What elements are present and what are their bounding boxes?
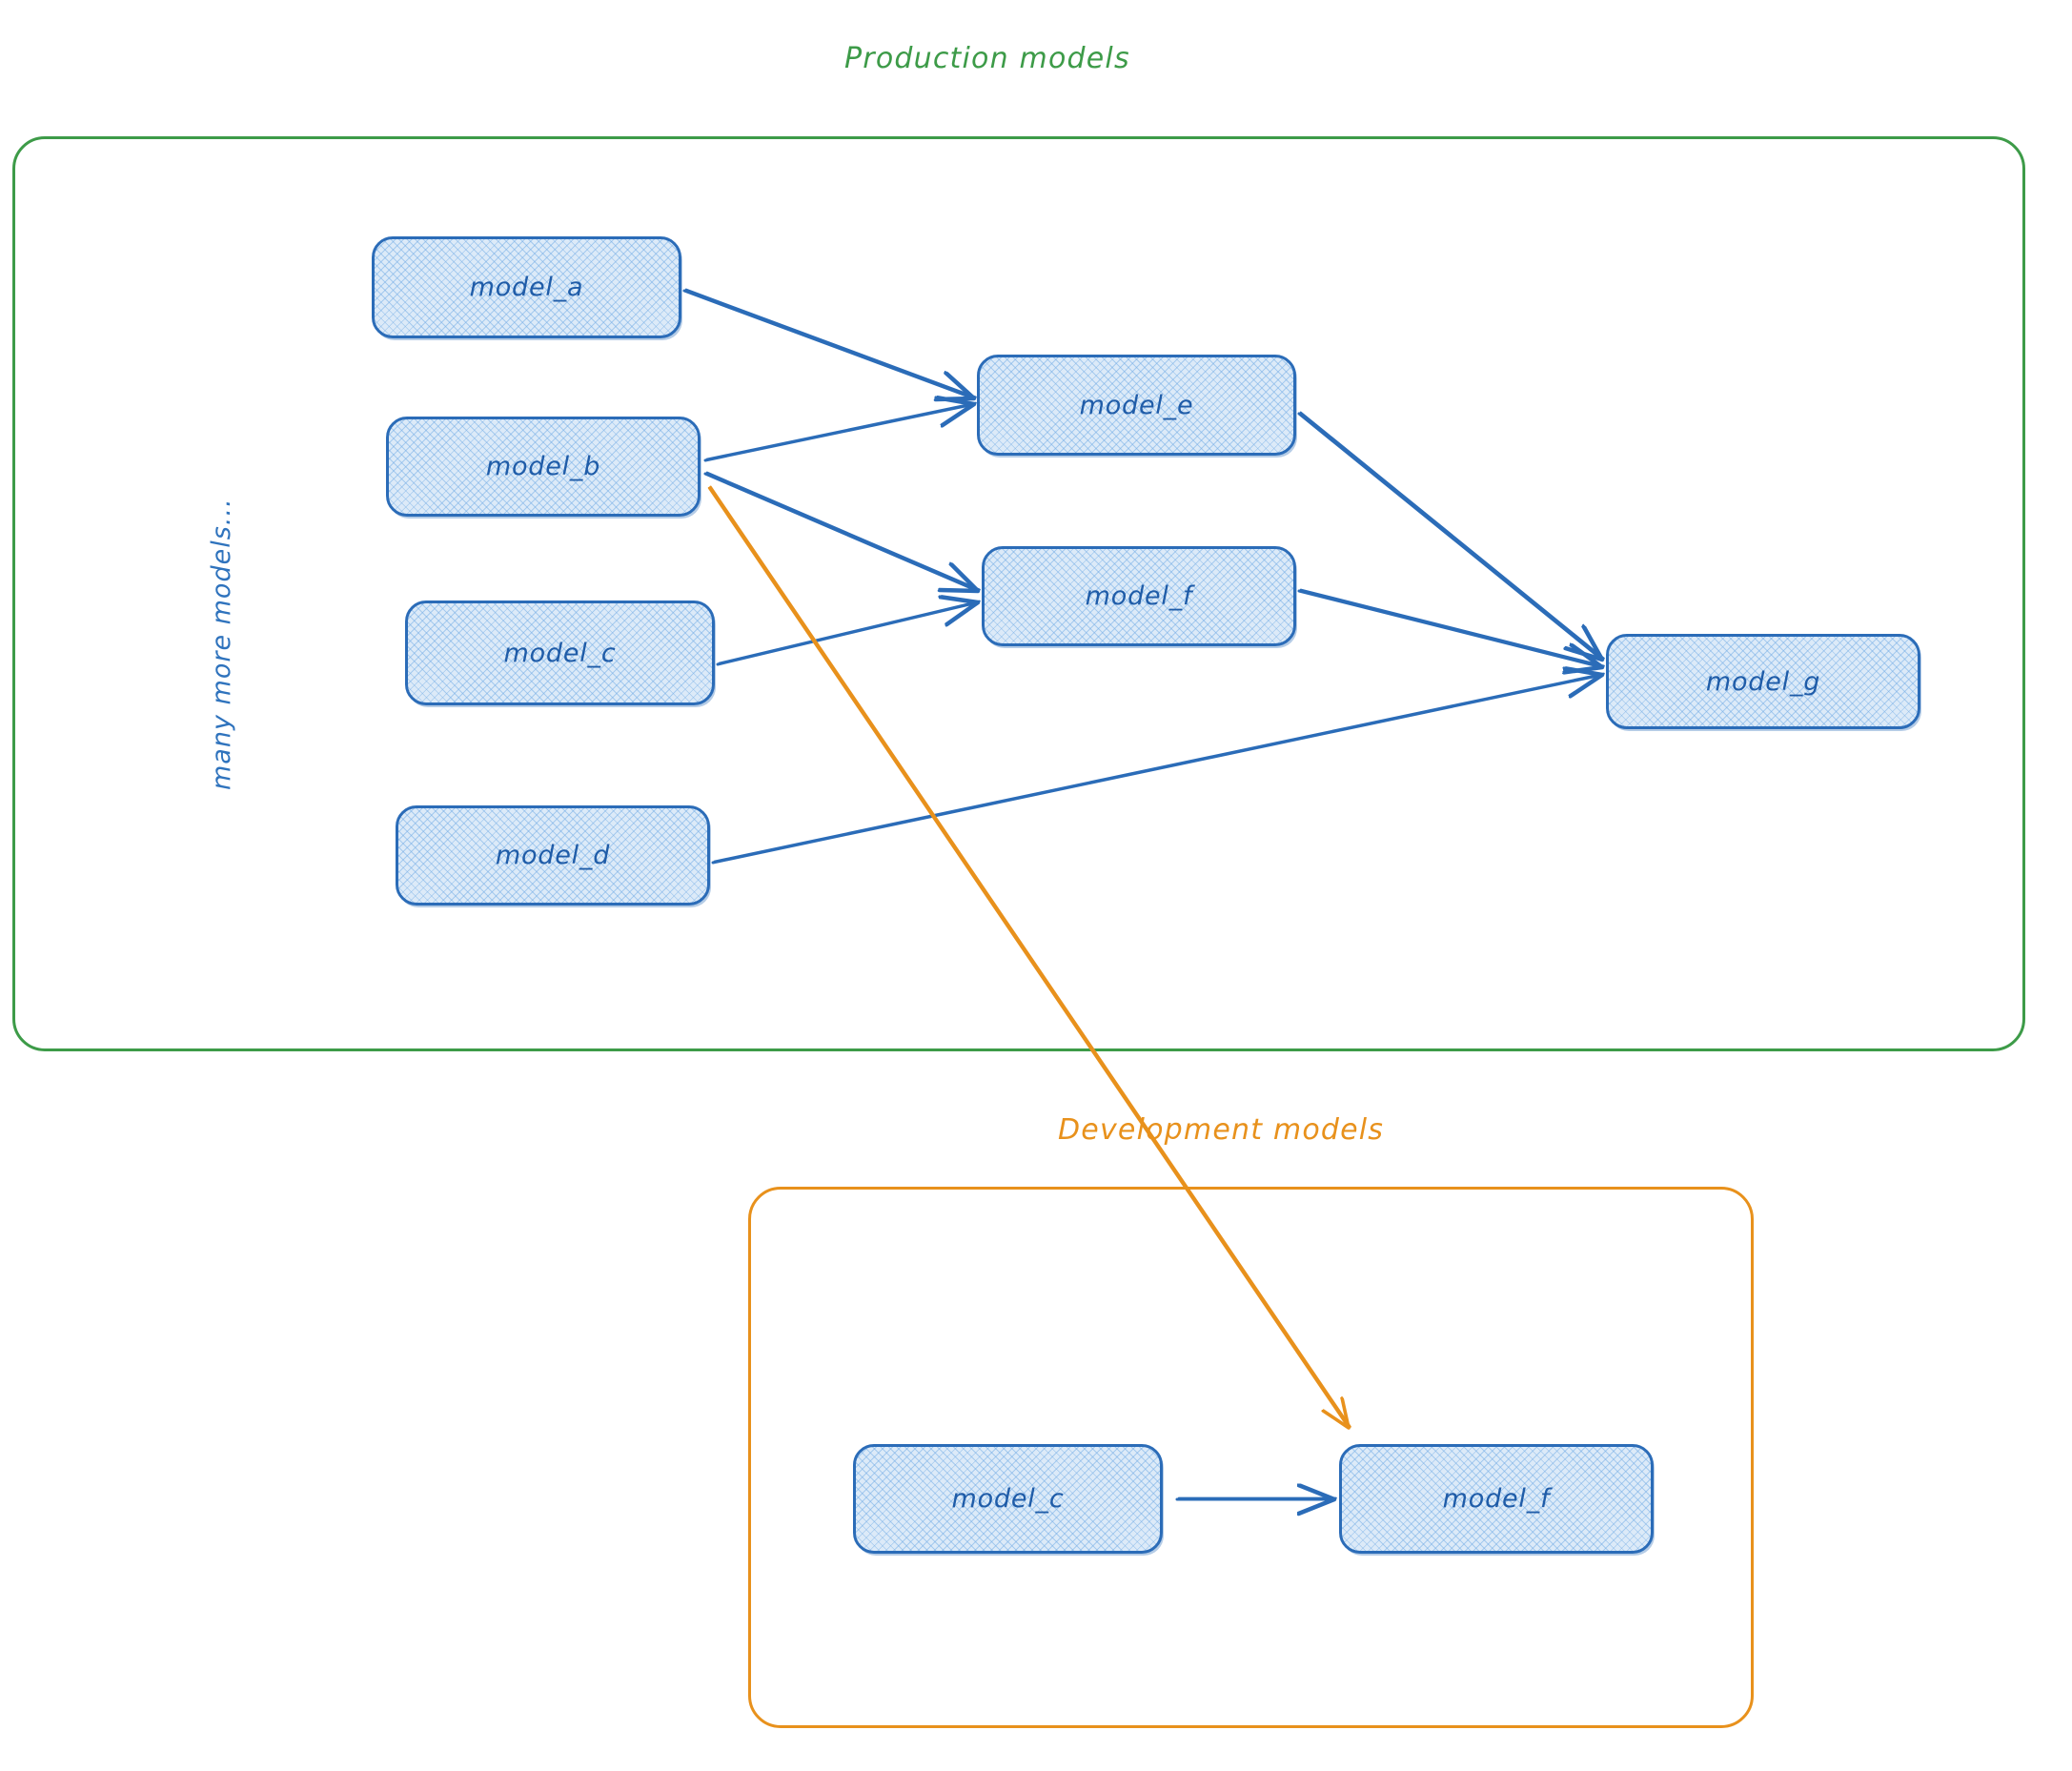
node-label: model_a xyxy=(469,273,584,302)
node-label: model_c xyxy=(503,638,617,668)
node-prod-model-e[interactable]: model_e xyxy=(977,355,1296,456)
node-label: model_g xyxy=(1705,666,1821,697)
many-more-models-note: many more models... xyxy=(207,498,236,790)
production-group-title: Production models xyxy=(844,42,1130,75)
node-label: model_d xyxy=(495,841,611,870)
node-dev-model-f[interactable]: model_f xyxy=(1339,1444,1654,1554)
node-prod-model-f[interactable]: model_f xyxy=(982,546,1296,646)
node-label: model_c xyxy=(951,1484,1065,1514)
node-prod-model-a[interactable]: model_a xyxy=(372,236,681,338)
node-label: model_f xyxy=(1442,1484,1551,1514)
node-dev-model-c[interactable]: model_c xyxy=(853,1444,1163,1554)
node-prod-model-c[interactable]: model_c xyxy=(405,601,715,705)
node-label: model_f xyxy=(1085,581,1193,611)
node-prod-model-d[interactable]: model_d xyxy=(396,805,710,906)
development-group-title: Development models xyxy=(1058,1113,1385,1147)
node-label: model_e xyxy=(1079,390,1194,420)
node-prod-model-b[interactable]: model_b xyxy=(386,417,701,517)
node-label: model_b xyxy=(485,452,601,481)
node-prod-model-g[interactable]: model_g xyxy=(1606,634,1920,729)
